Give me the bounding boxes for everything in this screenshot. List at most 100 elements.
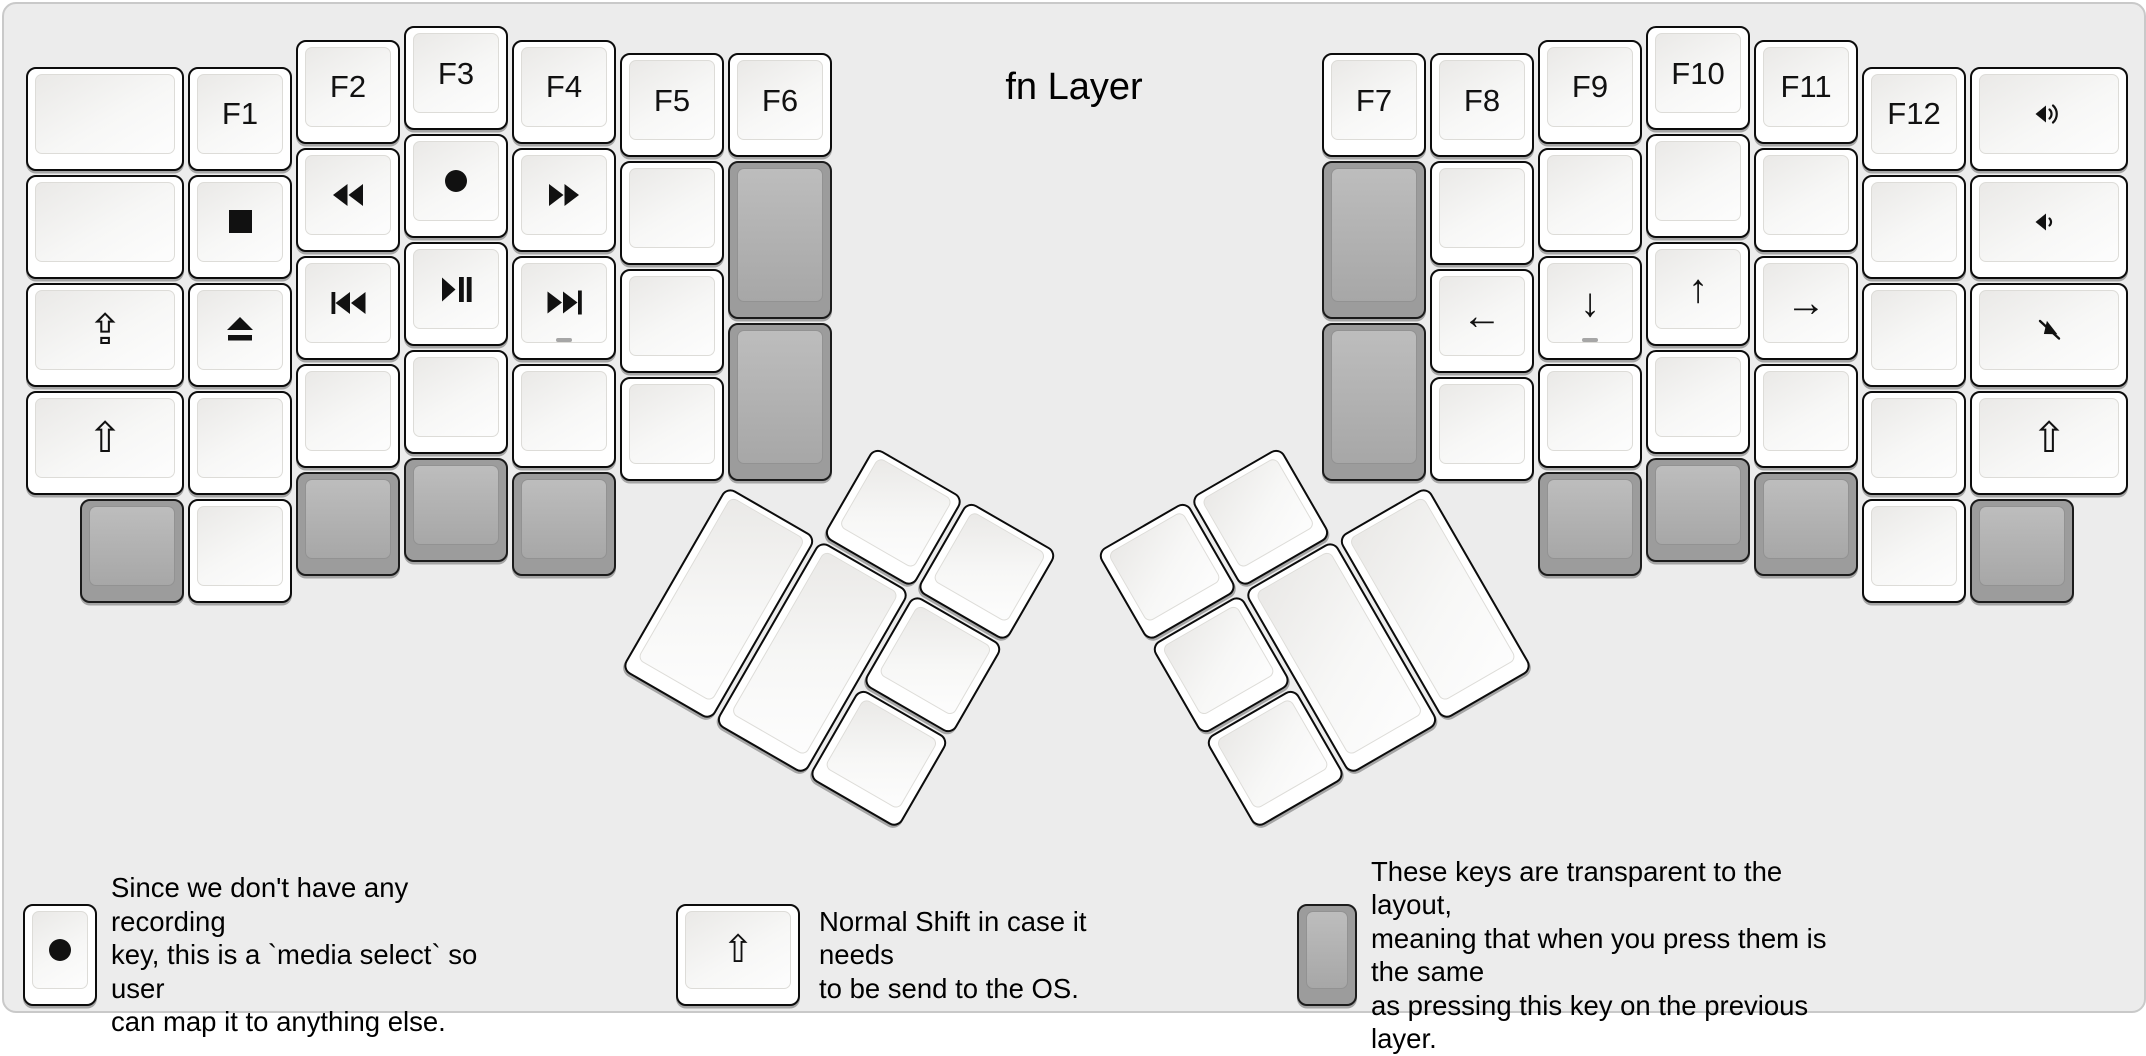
key-mute[interactable] [1970,282,2128,387]
key-eject[interactable] [188,282,292,387]
keytop-surface: F12 [1871,73,1957,154]
key-volume-down[interactable] [1970,174,2128,279]
blank-key[interactable] [1538,147,1642,252]
key-stop[interactable] [188,174,292,279]
key-play-pause[interactable] [404,242,508,346]
transparent-key[interactable] [512,471,616,576]
homing-bar [1582,338,1598,342]
key-f9[interactable]: F9 [1538,39,1642,144]
key-legend: ↑ [1688,267,1708,311]
transparent-key[interactable] [1322,161,1426,319]
next-track-icon [546,290,583,315]
record-icon [444,169,468,193]
transparent-key[interactable] [404,458,508,562]
keytop-surface [1979,505,2065,586]
key-f8[interactable]: F8 [1430,53,1534,157]
blank-key[interactable] [1754,147,1858,252]
key-prev-track[interactable] [296,255,400,360]
keytop-surface [413,465,499,545]
key-rewind[interactable] [296,147,400,252]
key-arrow-up[interactable]: ↑ [1646,242,1750,346]
keytop-surface: F8 [1439,60,1525,140]
keytop-surface [197,181,283,262]
key-f3[interactable]: F3 [404,26,508,130]
eject-icon [225,316,255,343]
transparent-key[interactable] [1646,458,1750,562]
key-shift-left[interactable]: ⇧ [26,390,184,495]
key-arrow-right[interactable]: → [1754,255,1858,360]
blank-key[interactable] [620,377,724,481]
key-next-track[interactable] [512,255,616,360]
blank-key[interactable] [1646,134,1750,238]
blank-key[interactable] [1862,390,1966,495]
blank-key[interactable] [620,269,724,373]
key-shift-right[interactable]: ⇧ [1970,390,2128,495]
blank-key[interactable] [26,66,184,171]
keytop-surface [1763,154,1849,235]
keytop-surface [521,154,607,235]
blank-key[interactable] [1862,174,1966,279]
key-legend: ⇧ [722,929,754,971]
blank-key[interactable] [1862,498,1966,603]
keytop-surface [737,168,823,302]
keytop-surface [521,370,607,451]
record-icon [48,938,72,962]
blank-key[interactable] [188,390,292,495]
blank-key[interactable] [296,363,400,468]
keytop-surface [1979,289,2119,370]
transparent-key[interactable] [728,323,832,481]
key-f12[interactable]: F12 [1862,66,1966,171]
blank-key[interactable] [1430,377,1534,481]
keytop-surface [305,262,391,343]
blank-key[interactable] [1538,363,1642,468]
rewind-icon [331,183,365,207]
key-f6[interactable]: F6 [728,53,832,157]
key-fast-forward[interactable] [512,147,616,252]
key-f1[interactable]: F1 [188,66,292,171]
transparent-key[interactable] [296,471,400,576]
key-legend: F9 [1571,69,1609,104]
transparent-key[interactable] [1754,471,1858,576]
transparent-key[interactable] [1970,498,2074,603]
key-f2[interactable]: F2 [296,39,400,144]
key-f10[interactable]: F10 [1646,26,1750,130]
key-caps-lock[interactable]: ⇪ [26,282,184,387]
blank-key[interactable] [188,498,292,603]
key-f4[interactable]: F4 [512,39,616,144]
key-legend: F11 [1780,69,1832,104]
blank-key[interactable] [404,350,508,454]
key-volume-up[interactable] [1970,66,2128,171]
keytop-surface [629,276,715,356]
keytop-surface [1871,181,1957,262]
stop-icon [228,209,253,234]
keytop-surface: ⇧ [1979,397,2119,478]
play-pause-icon [441,276,472,303]
transparent-key[interactable] [1322,323,1426,481]
key-arrow-left[interactable]: ← [1430,269,1534,373]
keytop-surface [1763,370,1849,451]
keytop-surface [521,478,607,559]
blank-key[interactable] [26,174,184,279]
key-f5[interactable]: F5 [620,53,724,157]
key-f7[interactable]: F7 [1322,53,1426,157]
keytop-surface [1763,478,1849,559]
key-legend: ← [1462,294,1502,338]
key-legend: ↓ [1580,280,1600,325]
key-legend: F3 [437,55,475,91]
blank-key[interactable] [1754,363,1858,468]
transparent-key[interactable] [728,161,832,319]
key-arrow-down[interactable]: ↓ [1538,255,1642,360]
key-legend: ⇪ [87,305,123,353]
blank-key[interactable] [1646,350,1750,454]
blank-key[interactable] [1430,161,1534,265]
blank-key[interactable] [1862,282,1966,387]
key-f11[interactable]: F11 [1754,39,1858,144]
transparent-key[interactable] [1538,471,1642,576]
keytop-surface [305,154,391,235]
transparent-key[interactable] [80,498,184,603]
blank-key[interactable] [512,363,616,468]
key-record[interactable] [404,134,508,238]
keytop-surface: F4 [521,46,607,127]
keytop-surface [1871,505,1957,586]
blank-key[interactable] [620,161,724,265]
